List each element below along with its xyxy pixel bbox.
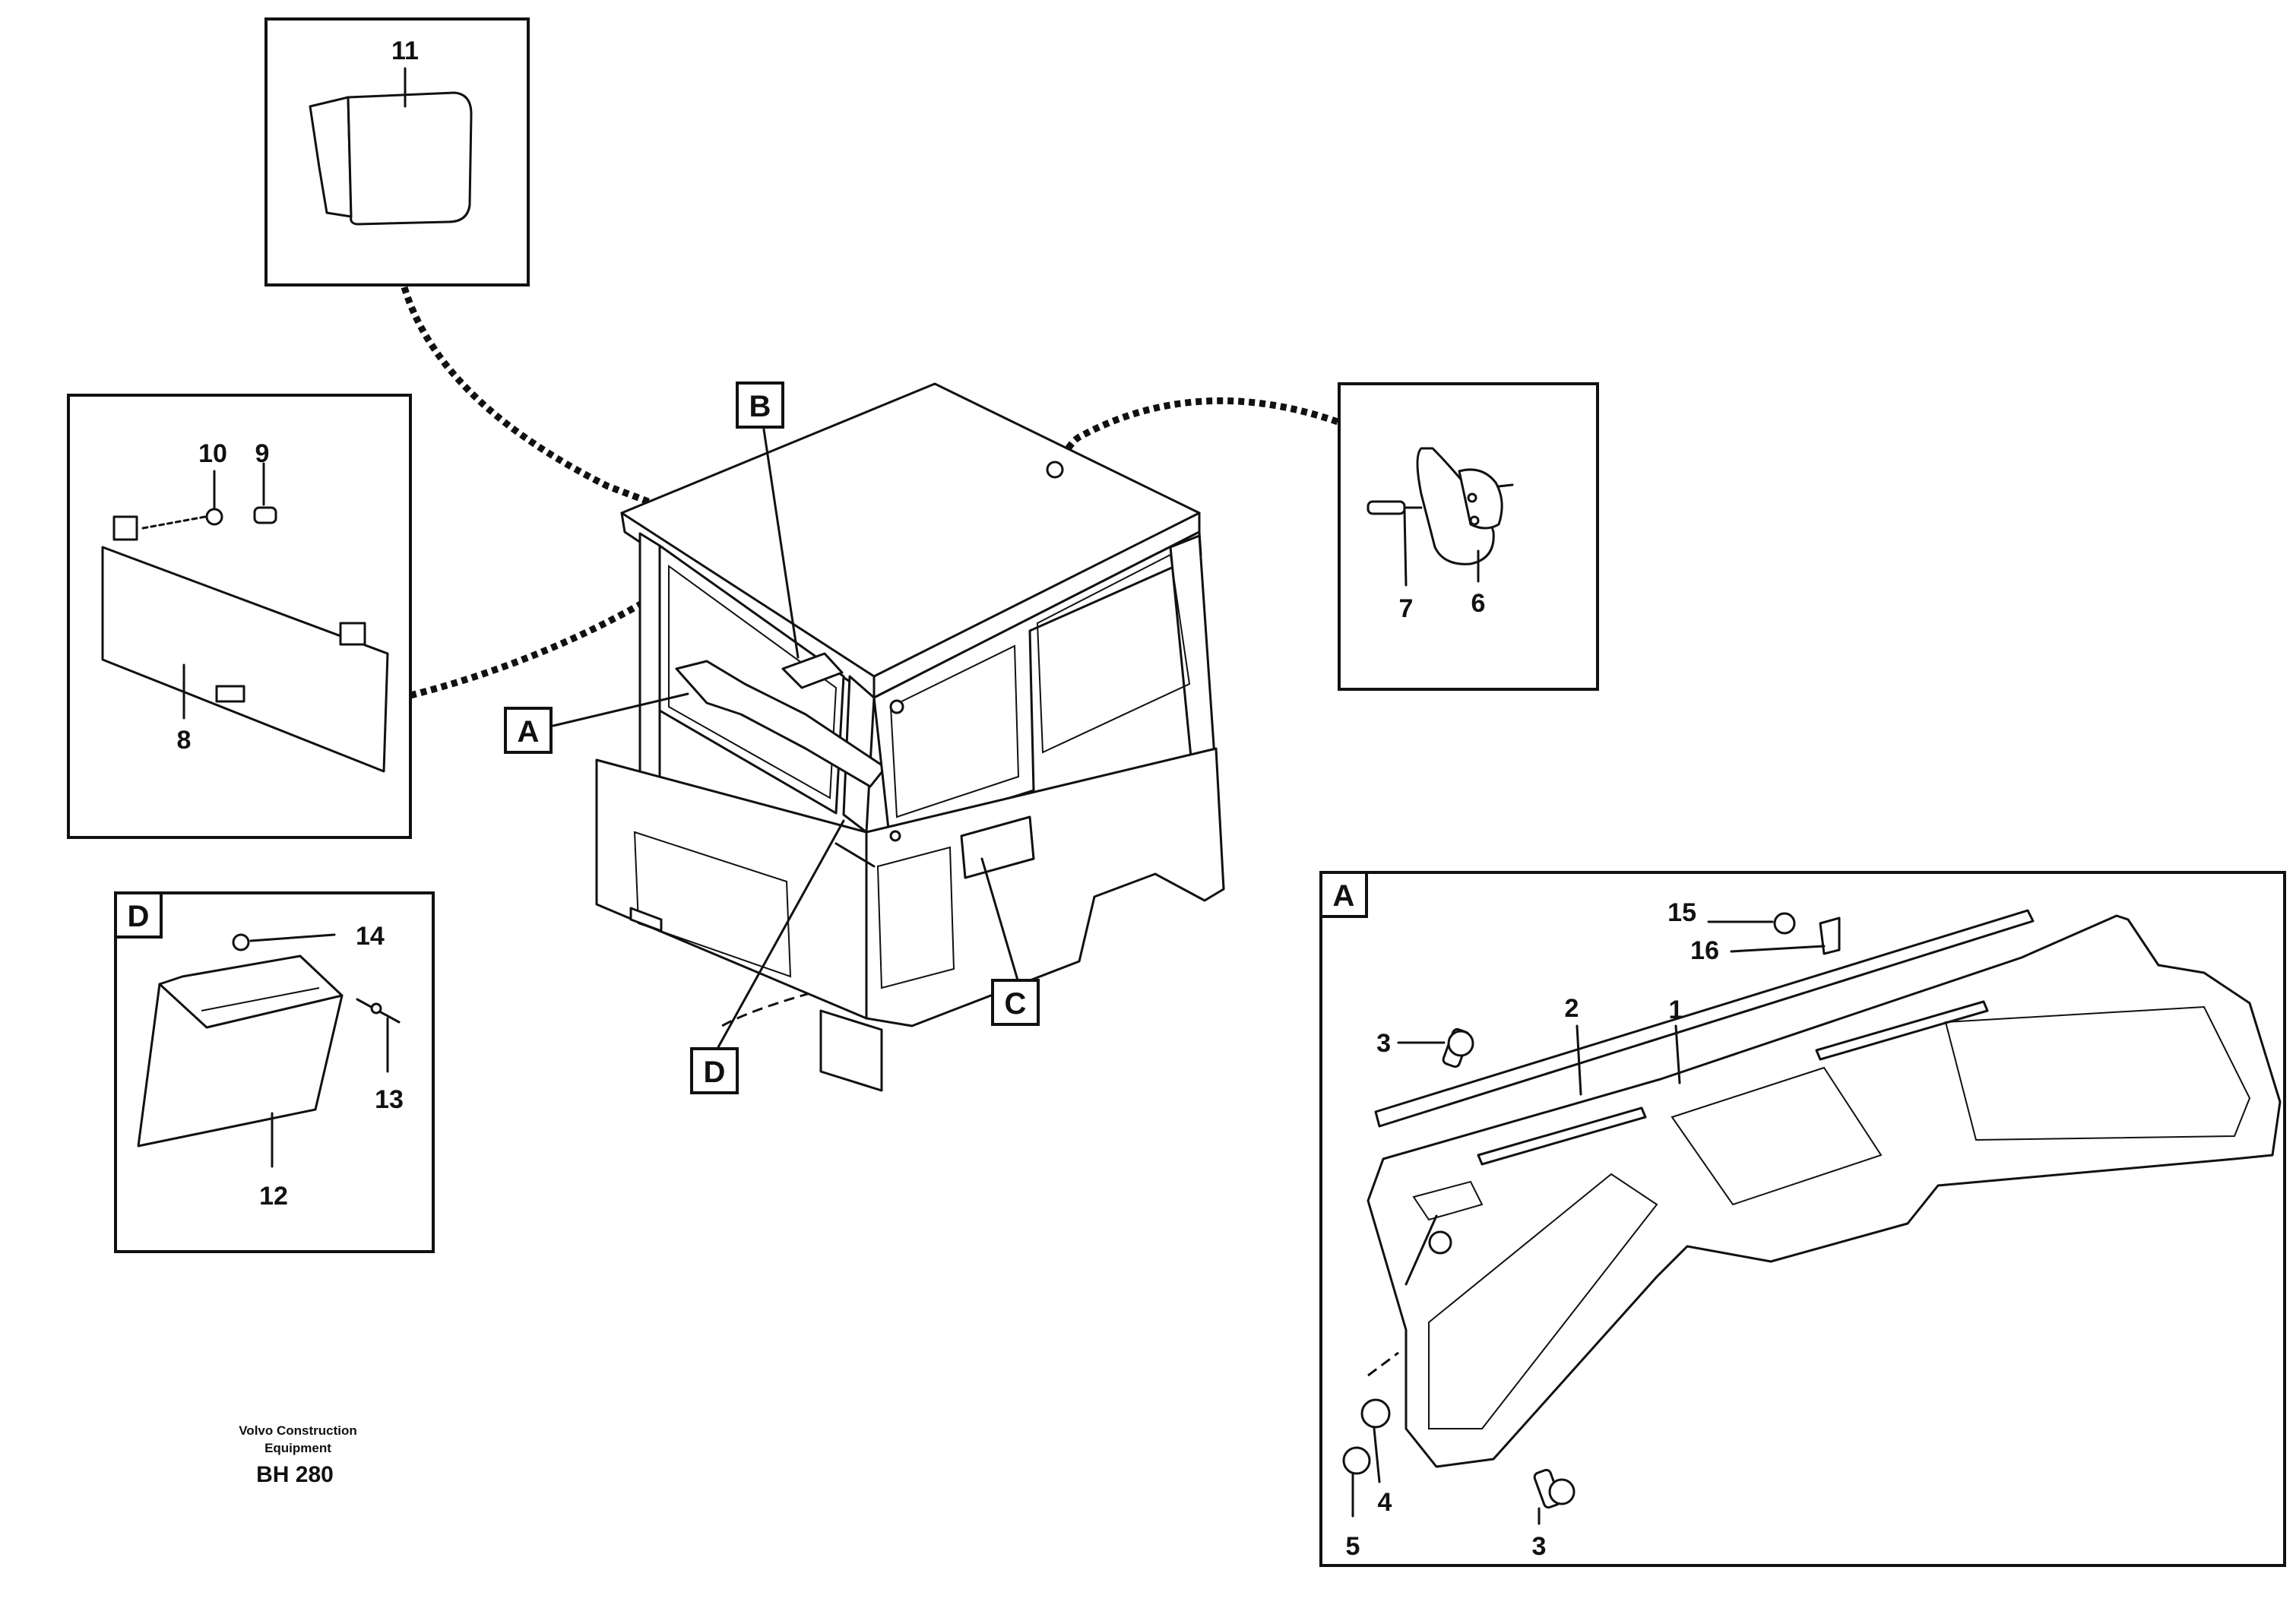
- view-tag-b: B: [736, 381, 784, 429]
- view-tag-b-label: B: [749, 390, 771, 423]
- callout-10: 10: [198, 439, 227, 468]
- callout-8: 8: [177, 726, 192, 755]
- footer-block: Volvo Construction Equipment BH 280: [239, 1423, 357, 1487]
- callout-1: 1: [1669, 996, 1683, 1024]
- view-tag-d-label: D: [704, 1056, 726, 1089]
- callout-16: 16: [1690, 936, 1719, 965]
- callout-15: 15: [1667, 898, 1696, 927]
- detail-box-sun-visor: 10 9 8: [67, 394, 412, 839]
- footer-company-line1: Volvo Construction: [239, 1423, 357, 1438]
- detail-box-a: A 15 16 3: [1319, 871, 2286, 1567]
- callout-3b: 3: [1532, 1532, 1547, 1561]
- detail-d-header: D: [128, 900, 150, 933]
- callout-13: 13: [375, 1085, 404, 1114]
- detail-box-hook: 7 6: [1338, 382, 1599, 691]
- callout-14: 14: [356, 922, 385, 951]
- callout-9: 9: [255, 439, 270, 468]
- callout-4: 4: [1378, 1488, 1392, 1517]
- callout-3a: 3: [1376, 1029, 1391, 1058]
- callout-7: 7: [1399, 594, 1414, 623]
- view-tag-leaders: [552, 428, 1024, 1049]
- view-tag-a-label: A: [518, 715, 540, 749]
- callout-5: 5: [1346, 1532, 1360, 1561]
- cab-assembly: [595, 382, 1225, 1092]
- callout-2: 2: [1565, 994, 1579, 1023]
- footer-company-line2: Equipment: [264, 1441, 331, 1455]
- detail-box-part-11: 11: [264, 17, 530, 286]
- view-tag-c-label: C: [1005, 987, 1027, 1021]
- callout-11: 11: [391, 36, 419, 65]
- callout-6: 6: [1471, 589, 1486, 618]
- view-tag-c: C: [991, 979, 1040, 1026]
- detail-a-header: A: [1333, 879, 1355, 913]
- footer-code: BH 280: [256, 1462, 334, 1487]
- callout-12: 12: [259, 1182, 288, 1211]
- detail-box-d: D 14 13 12: [114, 891, 435, 1253]
- view-tag-a: A: [504, 707, 553, 754]
- view-tag-d: D: [690, 1047, 739, 1094]
